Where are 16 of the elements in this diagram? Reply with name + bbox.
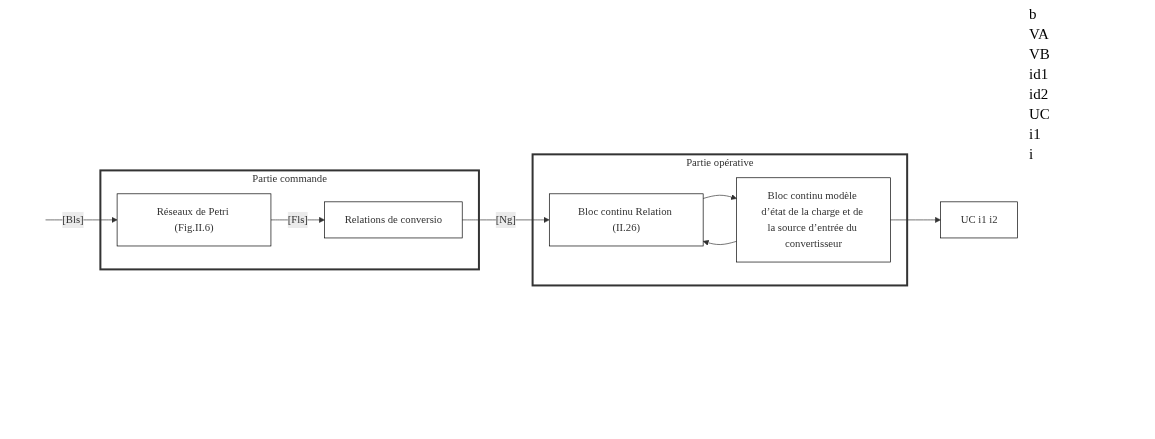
signal-label: VA [1029, 26, 1050, 43]
node-box: Bloc continu modèle d’état de la charge et de la source d’entrée du convertisseur [736, 177, 891, 262]
node-box: Relations de conversio [324, 201, 463, 238]
signal-label: id2 [1029, 86, 1050, 103]
signal-label: UC [1029, 106, 1051, 123]
signal-label: b [1029, 6, 1038, 23]
edge-label: [Bls] [62, 213, 84, 225]
signal-label: VB [1029, 46, 1051, 63]
signal-label: i1 [1029, 126, 1042, 143]
edge-label: [Ng] [495, 213, 516, 225]
node-box: UC i1 i2 [940, 201, 1018, 238]
node-box: Réseaux de Petri (Fig.II.6) [116, 193, 272, 246]
node-box: Bloc continu Relation (II.26) [549, 193, 704, 246]
edge-label: [Fls] [287, 213, 308, 225]
signal-label: i [1029, 146, 1035, 163]
signal-label: id1 [1029, 66, 1050, 83]
